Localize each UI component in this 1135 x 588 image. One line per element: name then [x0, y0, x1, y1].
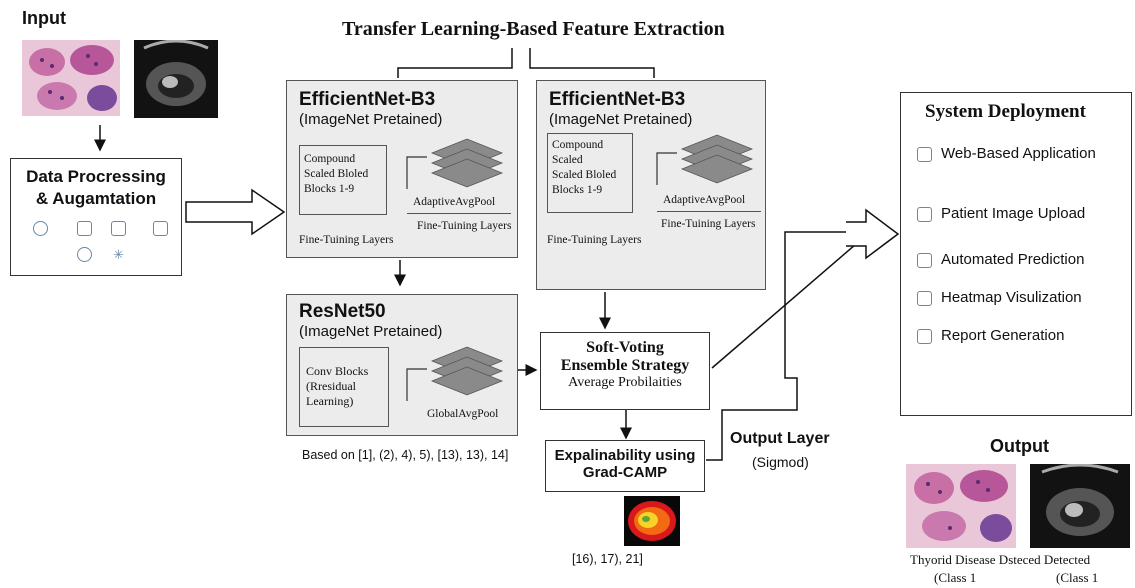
resnet-title: ResNet50 [299, 301, 386, 322]
deployment-item: Report Generation [917, 327, 1127, 351]
ensemble-line2: Ensemble Strategy [560, 357, 690, 374]
explain-line2: Grad-CAMP [582, 464, 668, 481]
block-line: Compound [304, 153, 356, 165]
block-line: Scaled [552, 154, 583, 166]
deployment-item-label: Web-Based Application [941, 145, 1096, 162]
block-line: Conv Blocks [306, 364, 369, 378]
layer-stack-icon [406, 138, 504, 189]
output-histology-image [906, 464, 1016, 548]
block-line: Learning) [306, 394, 354, 408]
output-caption: Thyorid Disease Dsteced Detected [910, 552, 1091, 567]
deployment-item-label: Automated Prediction [941, 251, 1085, 268]
resnet-subtitle: (ImageNet Pretained) [299, 323, 443, 340]
adaptive-pool-label: AdaptiveAvgPool [413, 196, 496, 208]
report-icon [917, 329, 932, 344]
mail-icon [917, 207, 932, 222]
efficientnet-b3-right-box: EfficientNet-B3 (ImageNet Pretained) Com… [536, 80, 766, 290]
efficientnet-left-subtitle: (ImageNet Pretained) [299, 111, 443, 128]
data-preprocessing-box: Data Procressing & Augamtation ✳ [10, 158, 182, 276]
fine-tuning-inner-label: Fine-Tuining Layers [417, 220, 512, 232]
efficientnet-b3-left-box: EfficientNet-B3 (ImageNet Pretained) Com… [286, 80, 518, 258]
block-line: Blocks 1-9 [304, 183, 355, 195]
gradcam-heatmap-image [624, 496, 680, 546]
crop-icon [111, 221, 126, 236]
efficientnet-left-title: EfficientNet-B3 [299, 89, 436, 110]
output-class-right: (Class 1 [1056, 570, 1099, 585]
deployment-item-label: Patient Image Upload [941, 205, 1086, 222]
deployment-title: System Deployment [925, 101, 1086, 122]
adaptive-pool-label: AdaptiveAvgPool [663, 194, 746, 206]
brightness-icon: ✳ [113, 247, 124, 262]
input-label: Input [22, 8, 66, 28]
explainability-box: Expalinability using Grad-CAMP [545, 440, 705, 492]
ensemble-line1: Soft-Voting [586, 339, 664, 356]
deployment-item-label: Heatmap Visulization [941, 289, 1082, 306]
deployment-item: Patient Image Upload [917, 205, 1127, 229]
block-line: Scaled Bloled [304, 168, 369, 180]
fine-tuning-outer-label: Fine-Tuining Layers [547, 234, 642, 246]
divider [407, 213, 511, 214]
layer-stack-icon [656, 134, 754, 185]
resnet-references: Based on [1], (2), 4), 5), [13), 13), 14… [302, 448, 509, 462]
divider [657, 211, 761, 212]
zoom-icon [77, 247, 92, 262]
conv-blocks-box: Conv Blocks (Rresidual Learning) [299, 347, 389, 427]
output-layer-title: Output Layer [730, 430, 830, 447]
output-layer-sub: (Sigmod) [752, 454, 809, 470]
ensemble-line3: Average Probilaities [568, 375, 682, 390]
heatmap-icon [917, 291, 932, 306]
preprocessing-title-line1: Data Procressing [26, 167, 166, 186]
layer-stack-icon [406, 346, 504, 401]
explain-line1: Expalinability using [554, 447, 696, 464]
flip-icon [77, 221, 92, 236]
efficientnet-right-subtitle: (ImageNet Pretained) [549, 111, 693, 128]
soft-voting-ensemble-box: Soft-Voting Ensemble Strategy Average Pr… [540, 332, 710, 410]
efficientnet-right-title: EfficientNet-B3 [549, 89, 686, 110]
histology-input-image [22, 40, 120, 116]
fine-tuning-outer-label: Fine-Tuining Layers [299, 234, 394, 246]
block-line: Scaled Bloled [552, 169, 617, 181]
compound-blocks-box: Compound Scaled Bloled Blocks 1-9 [299, 145, 387, 215]
resnet50-box: ResNet50 (ImageNet Pretained) Conv Block… [286, 294, 518, 436]
deployment-item: Heatmap Visulization [917, 289, 1127, 313]
output-ultrasound-image [1030, 464, 1130, 548]
fine-tuning-inner-label: Fine-Tuining Layers [661, 218, 756, 230]
output-class-left: (Class 1 [934, 570, 977, 585]
deployment-item-label: Report Generation [941, 327, 1065, 344]
system-deployment-box: System Deployment Web-Based Application … [900, 92, 1132, 416]
adjust-icon [153, 221, 168, 236]
output-title: Output [990, 436, 1049, 456]
preprocessing-title-line2: & Augamtation [35, 189, 157, 208]
rotate-icon [33, 221, 48, 236]
ultrasound-input-image [134, 40, 218, 118]
user-icon [917, 147, 932, 162]
deployment-item: Web-Based Application [917, 145, 1127, 169]
block-line: (Rresidual [306, 379, 356, 393]
window-icon [917, 253, 932, 268]
gradcam-references: [16), 17), 21] [572, 552, 643, 566]
block-line: Blocks 1-9 [552, 184, 603, 196]
compound-blocks-box: Compound Scaled Scaled Bloled Blocks 1-9 [547, 133, 633, 213]
global-pool-label: GlobalAvgPool [427, 408, 499, 420]
deployment-item: Automated Prediction [917, 251, 1127, 275]
block-line: Compound [552, 139, 604, 151]
feature-extraction-title: Transfer Learning-Based Feature Extracti… [342, 18, 725, 40]
